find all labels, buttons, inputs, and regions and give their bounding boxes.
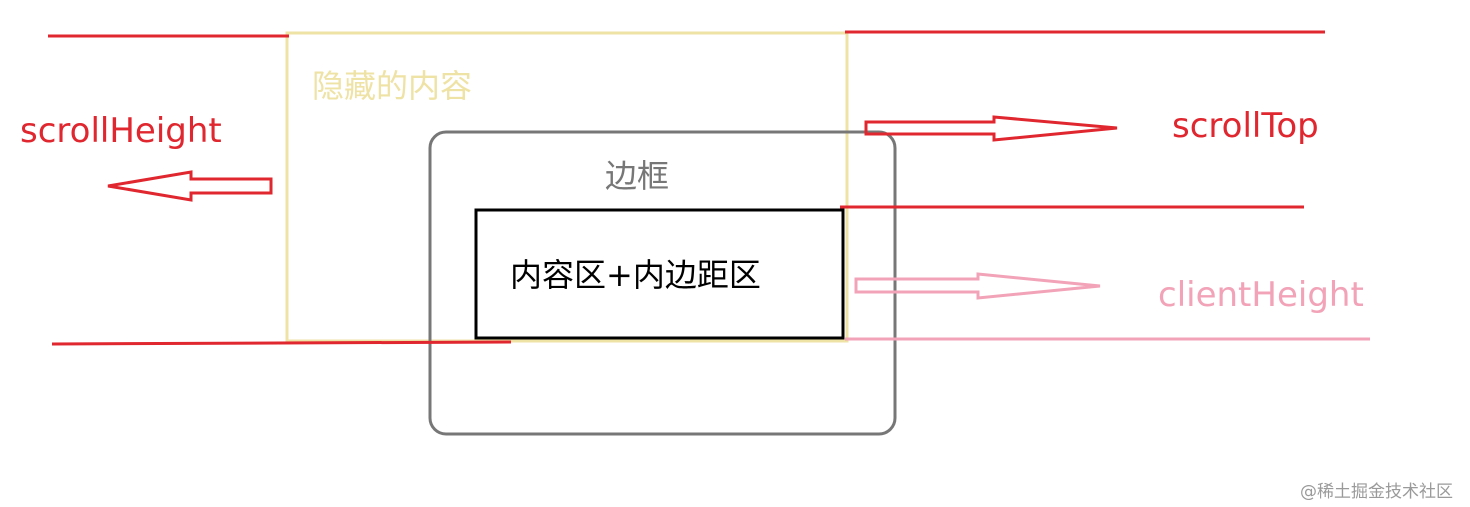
- scroll-height-arrow: [107, 170, 273, 202]
- client-height-label: clientHeight: [1158, 275, 1364, 315]
- scroll-top-arrow: [864, 115, 1118, 142]
- content-padding-label: 内容区+内边距区: [510, 256, 761, 294]
- scroll-height-bottom-line: [51, 340, 512, 346]
- element-border-box: [428, 130, 897, 436]
- hidden-content-label: 隐藏的内容: [312, 67, 472, 105]
- hidden-content-box: [285, 31, 849, 343]
- watermark: @稀土掘金技术社区: [1300, 482, 1453, 502]
- client-height-arrow: [854, 272, 1101, 300]
- border-label: 边框: [605, 157, 669, 195]
- scroll-height-label: scrollHeight: [20, 111, 222, 151]
- scroll-top-label: scrollTop: [1172, 106, 1319, 146]
- content-padding-box: [474, 208, 845, 340]
